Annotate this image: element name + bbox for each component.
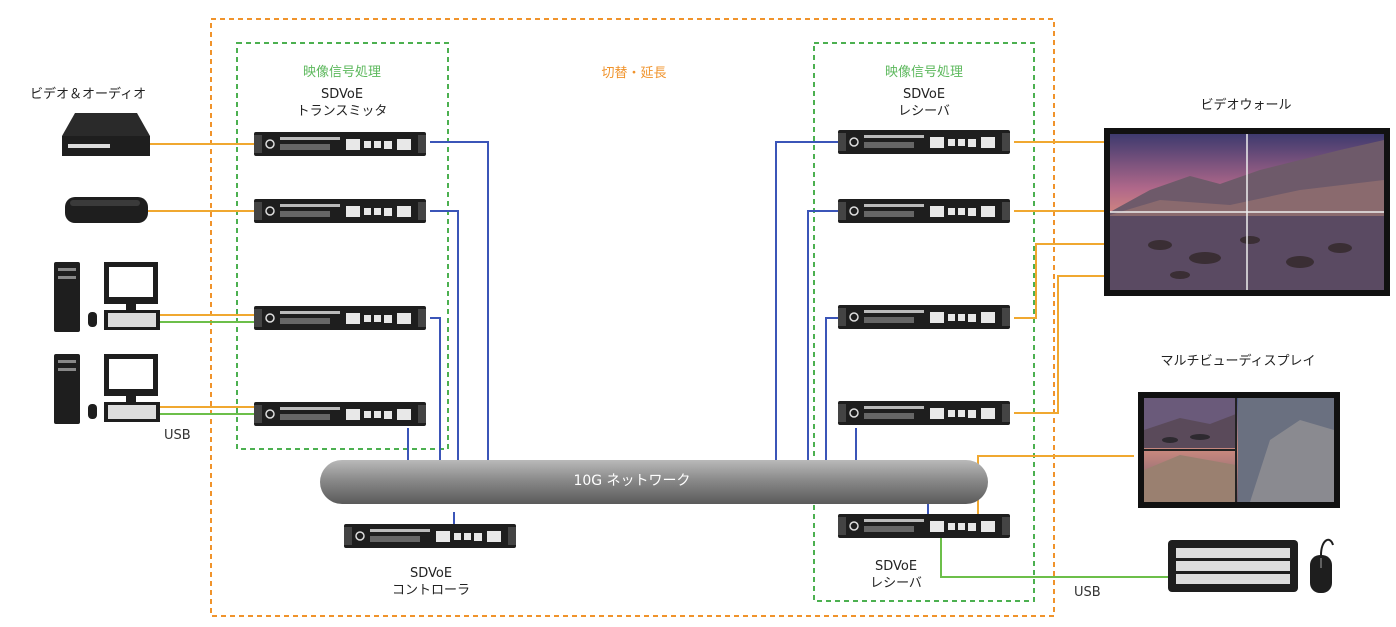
transmitter-unit [253, 198, 427, 224]
receiver-unit [837, 400, 1011, 426]
switch-extend-label: 切替・延長 [601, 66, 667, 81]
video-audio-label: ビデオ＆オーディオ [30, 87, 147, 102]
receiver-top-label-line2: レシーバ [898, 104, 950, 119]
usb-cables [160, 321, 1168, 578]
video-wall-label: ビデオウォール [1200, 98, 1292, 113]
receiver-unit [837, 198, 1011, 224]
av-cables [148, 141, 1134, 520]
transmitter-label-line1: SDVoE [320, 87, 364, 102]
network-cables [407, 141, 929, 532]
multiview-display [1138, 392, 1340, 508]
receiver-top-label-line1: SDVoE [902, 87, 946, 102]
receiver-bottom-label-line1: SDVoE [874, 559, 918, 574]
controller-unit [343, 523, 517, 549]
transmitter-label-line2: トランスミッタ [296, 104, 388, 119]
tx-processing-zone [236, 42, 449, 450]
video-audio-player-icon [62, 113, 150, 156]
controller-label-line1: SDVoE [409, 566, 453, 581]
transmitter-unit [253, 401, 427, 427]
receiver-top-label: SDVoE レシーバ [898, 86, 950, 120]
usb-left-label: USB [164, 428, 191, 443]
tx-processing-label: 映像信号処理 [302, 65, 382, 80]
usb-right-label: USB [1074, 585, 1101, 600]
receiver-unit [837, 513, 1011, 539]
receiver-unit [837, 304, 1011, 330]
mouse-icon [1310, 538, 1334, 593]
multiview-label: マルチビューディスプレイ [1160, 354, 1316, 369]
receiver-bottom-label: SDVoE レシーバ [870, 558, 922, 592]
media-box-icon [65, 197, 148, 223]
receiver-unit [837, 129, 1011, 155]
rx-processing-zone [813, 42, 1035, 602]
video-wall-display [1104, 128, 1390, 296]
transmitter-unit [253, 305, 427, 331]
network-bar [320, 460, 988, 504]
controller-label: SDVoE コントローラ [392, 565, 470, 599]
network-label: 10G ネットワーク [573, 473, 691, 489]
receiver-bottom-label-line2: レシーバ [870, 576, 922, 591]
transmitter-label: SDVoE トランスミッタ [297, 86, 388, 120]
transmitter-unit [253, 131, 427, 157]
pc-workstation-icon [54, 262, 160, 332]
rx-processing-label: 映像信号処理 [884, 65, 964, 80]
controller-label-line2: コントローラ [391, 583, 471, 598]
keyboard-icon [1168, 540, 1298, 592]
pc-workstation-icon [54, 354, 160, 424]
